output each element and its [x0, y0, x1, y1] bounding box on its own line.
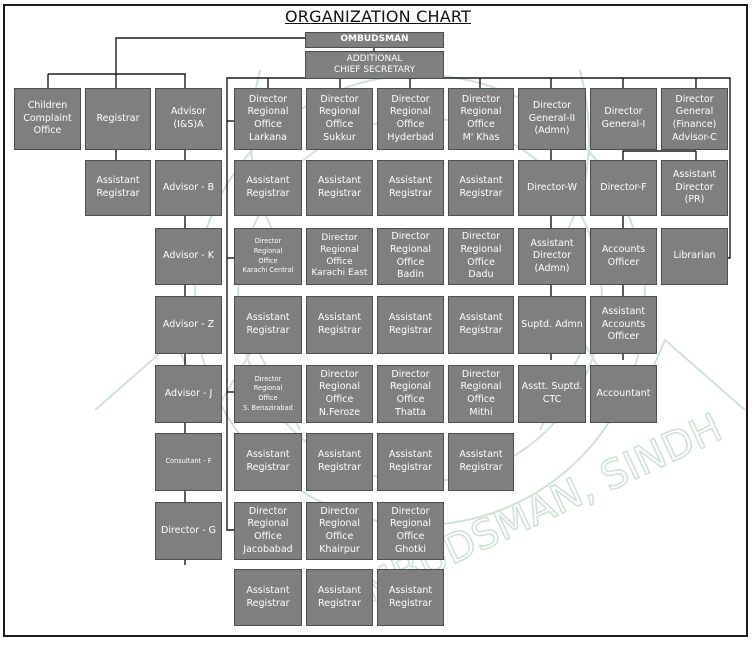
node-ar-khairpur: Assistant Registrar — [306, 569, 373, 626]
node-advisor-b: Advisor - B — [155, 160, 222, 216]
node-dro-khairpur: Director Regional Office Khairpur — [306, 502, 373, 560]
node-dro-ghotki: Director Regional Office Ghotki — [377, 502, 444, 560]
node-librarian: Librarian — [661, 228, 728, 285]
node-dro-sukkur: Director Regional Office Sukkur — [306, 88, 373, 150]
node-accountant: Accountant — [590, 365, 657, 423]
node-assistant-accounts-officer: Assistant Accounts Officer — [590, 296, 657, 354]
node-dro-badin: Director Regional Office Badin — [377, 228, 444, 285]
node-ar-ghotki: Assistant Registrar — [377, 569, 444, 626]
chart-title: ORGANIZATION CHART — [284, 7, 472, 26]
node-accounts-officer: Accounts Officer — [590, 228, 657, 285]
node-additional-chief-secretary: ADDITIONAL CHIEF SECRETARY — [305, 51, 444, 79]
node-suptd-admn: Suptd. Admn — [518, 296, 586, 354]
node-director-f: Director-F — [590, 160, 657, 216]
node-director-g: Director - G — [155, 502, 222, 560]
node-dro-karachi-central: Director Regional Office Karachi Central — [234, 228, 302, 285]
node-dro-mkhas: Director Regional Office M' Khas — [448, 88, 514, 150]
node-director-general-ii-admn: Director General-II (Admn) — [518, 88, 586, 150]
node-dro-n-feroze: Director Regional Office N.Feroze — [306, 365, 373, 423]
node-assistant-director-pr: Assistant Director (PR) — [661, 160, 728, 216]
node-ar-thatta: Assistant Registrar — [377, 433, 444, 491]
node-director-general-finance: Director General (Finance) Advisor-C — [661, 88, 728, 150]
node-asstt-suptd-ctc: Asstt. Suptd. CTC — [518, 365, 586, 423]
node-ar-jacobabad: Assistant Registrar — [234, 569, 302, 626]
node-ar-larkana: Assistant Registrar — [234, 160, 302, 216]
node-advisor-isa: Advisor (I&S)A — [155, 88, 222, 150]
node-consultant-f: Consultant - F — [155, 433, 222, 491]
node-director-general-i: Director General-I — [590, 88, 657, 150]
chart-frame — [3, 4, 748, 637]
node-children-complaint-office: Children Complaint Office — [14, 88, 81, 150]
node-assistant-director-admn: Assistant Director (Admn) — [518, 228, 586, 285]
node-director-w: Director-W — [518, 160, 586, 216]
node-ar-badin: Assistant Registrar — [377, 296, 444, 354]
node-dro-larkana: Director Regional Office Larkana — [234, 88, 302, 150]
node-ar-karachi-east: Assistant Registrar — [306, 296, 373, 354]
node-advisor-k: Advisor - K — [155, 228, 222, 285]
node-advisor-j: Advisor - J — [155, 365, 222, 423]
node-dro-jacobabad: Director Regional Office Jacobabad — [234, 502, 302, 560]
node-ar-mithi: Assistant Registrar — [448, 433, 514, 491]
node-advisor-z: Advisor - Z — [155, 296, 222, 354]
node-ar-karachi-central: Assistant Registrar — [234, 296, 302, 354]
node-dro-hyderbad: Director Regional Office Hyderbad — [377, 88, 444, 150]
node-ar-dadu: Assistant Registrar — [448, 296, 514, 354]
node-registrar: Registrar — [85, 88, 151, 150]
node-dro-mithi: Director Regional Office Mithi — [448, 365, 514, 423]
node-ar-s-benazirabad: Assistant Registrar — [234, 433, 302, 491]
node-ombudsman: OMBUDSMAN — [305, 32, 444, 48]
node-ar-n-feroze: Assistant Registrar — [306, 433, 373, 491]
node-assistant-registrar-main: Assistant Registrar — [85, 160, 151, 216]
node-dro-s-benazirabad: Director Regional Office S. Benazirabad — [234, 365, 302, 423]
node-dro-karachi-east: Director Regional Office Karachi East — [306, 228, 373, 285]
node-dro-thatta: Director Regional Office Thatta — [377, 365, 444, 423]
node-ar-mkhas: Assistant Registrar — [448, 160, 514, 216]
node-ar-hyderbad: Assistant Registrar — [377, 160, 444, 216]
node-dro-dadu: Director Regional Office Dadu — [448, 228, 514, 285]
node-ar-sukkur: Assistant Registrar — [306, 160, 373, 216]
